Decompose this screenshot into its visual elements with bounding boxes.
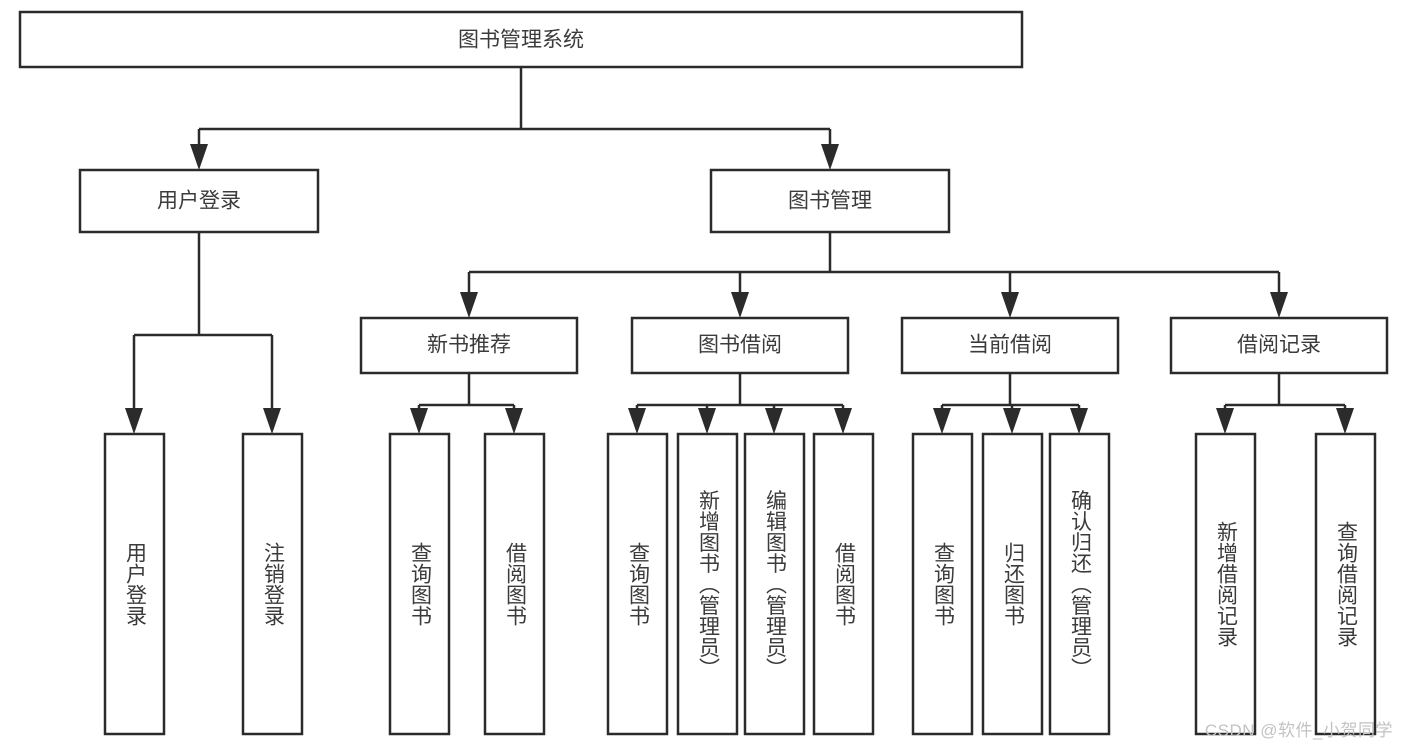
csdn-watermark: CSDN @软件_小贺同学: [1204, 721, 1393, 740]
node-root[interactable]: 图书管理系统: [18, 10, 1024, 69]
node-leaf-borrow-book-2-box[interactable]: [812, 432, 875, 736]
node-current-borrow-label: 当前借阅: [968, 334, 1052, 357]
arrowhead-leaf-query-book-3: [933, 408, 951, 434]
node-leaf-query-book-1[interactable]: 查询图书: [388, 432, 451, 736]
arrowhead-leaf-query-record: [1336, 408, 1354, 434]
node-leaf-logout-login-box[interactable]: [241, 432, 304, 736]
arrowhead-current-borrow: [1001, 292, 1019, 318]
node-leaf-borrow-book-2[interactable]: 借阅图书: [812, 432, 875, 736]
node-leaf-user-login[interactable]: 用户登录: [103, 432, 166, 736]
node-current-borrow[interactable]: 当前借阅: [900, 316, 1120, 375]
node-user-login[interactable]: 用户登录: [78, 168, 320, 234]
arrowhead-leaf-query-book-1: [410, 408, 428, 434]
node-leaf-query-record-box[interactable]: [1314, 432, 1377, 736]
node-leaf-edit-book-box[interactable]: [743, 432, 806, 736]
arrowhead-book-manage: [821, 144, 839, 170]
arrowhead-leaf-logout-login: [263, 408, 281, 434]
node-leaf-add-book-label: 新增图书（管理员）: [696, 490, 720, 679]
node-book-manage-box[interactable]: [709, 168, 951, 234]
node-leaf-add-book-box[interactable]: [676, 432, 739, 736]
node-book-borrow-label: 图书借阅: [698, 334, 782, 357]
node-leaf-return-book-box[interactable]: [981, 432, 1044, 736]
arrowhead-leaf-add-record: [1216, 408, 1234, 434]
node-leaf-edit-book[interactable]: 编辑图书（管理员）: [743, 432, 806, 736]
node-leaf-borrow-book-1-box[interactable]: [483, 432, 546, 736]
node-book-manage[interactable]: 图书管理: [709, 168, 951, 234]
node-leaf-logout-login[interactable]: 注销登录: [241, 432, 304, 736]
arrowhead-leaf-borrow-book-1: [505, 408, 523, 434]
arrowhead-leaf-return-book: [1003, 408, 1021, 434]
node-leaf-add-record[interactable]: 新增借阅记录: [1194, 432, 1257, 736]
node-book-borrow-box[interactable]: [630, 316, 850, 375]
node-leaf-query-book-1-box[interactable]: [388, 432, 451, 736]
node-book-manage-label: 图书管理: [788, 190, 872, 213]
node-leaf-confirm-return-label: 确认归还（管理员）: [1068, 490, 1092, 679]
node-leaf-return-book[interactable]: 归还图书: [981, 432, 1044, 736]
node-leaf-confirm-return-box[interactable]: [1048, 432, 1111, 736]
node-leaf-query-book-2[interactable]: 查询图书: [606, 432, 669, 736]
node-borrow-record[interactable]: 借阅记录: [1169, 316, 1389, 375]
node-new-book-recommend-box[interactable]: [359, 316, 579, 375]
connector-layer: [125, 67, 1354, 434]
arrowhead-leaf-add-book: [698, 408, 716, 434]
node-leaf-query-book-3[interactable]: 查询图书: [911, 432, 974, 736]
node-new-book-recommend[interactable]: 新书推荐: [359, 316, 579, 375]
node-leaf-query-book-1-label: 查询图书: [408, 542, 432, 626]
node-leaf-user-login-box[interactable]: [103, 432, 166, 736]
arrowhead-leaf-user-login: [125, 408, 143, 434]
node-leaf-query-book-3-box[interactable]: [911, 432, 974, 736]
node-new-book-recommend-label: 新书推荐: [427, 334, 511, 357]
node-leaf-user-login-label: 用户登录: [123, 542, 147, 626]
arrowhead-new-book-recommend: [460, 292, 478, 318]
node-leaf-query-record-label: 查询借阅记录: [1334, 521, 1358, 647]
arrowhead-borrow-record: [1270, 292, 1288, 318]
node-leaf-borrow-book-1[interactable]: 借阅图书: [483, 432, 546, 736]
arrowhead-book-borrow: [731, 292, 749, 318]
node-root-box[interactable]: [18, 10, 1024, 69]
node-leaf-logout-login-label: 注销登录: [261, 542, 285, 626]
arrowhead-leaf-edit-book: [765, 408, 783, 434]
node-root-label: 图书管理系统: [458, 29, 584, 52]
arrowhead-leaf-borrow-book-2: [834, 408, 852, 434]
node-current-borrow-box[interactable]: [900, 316, 1120, 375]
node-borrow-record-label: 借阅记录: [1237, 334, 1321, 357]
node-leaf-query-record[interactable]: 查询借阅记录: [1314, 432, 1377, 736]
node-leaf-borrow-book-2-label: 借阅图书: [832, 542, 856, 626]
arrowhead-leaf-confirm-return: [1070, 408, 1088, 434]
node-leaf-query-book-2-box[interactable]: [606, 432, 669, 736]
node-leaf-edit-book-label: 编辑图书（管理员）: [763, 490, 787, 679]
node-leaf-return-book-label: 归还图书: [1001, 542, 1025, 626]
node-leaf-add-record-label: 新增借阅记录: [1214, 521, 1238, 647]
node-leaf-borrow-book-1-label: 借阅图书: [503, 542, 527, 626]
node-leaf-query-book-2-label: 查询图书: [626, 542, 650, 626]
node-leaf-add-book[interactable]: 新增图书（管理员）: [676, 432, 739, 736]
node-book-borrow[interactable]: 图书借阅: [630, 316, 850, 375]
arrowhead-leaf-query-book-2: [628, 408, 646, 434]
node-leaf-confirm-return[interactable]: 确认归还（管理员）: [1048, 432, 1111, 736]
arrowhead-user-login: [190, 144, 208, 170]
node-leaf-query-book-3-label: 查询图书: [931, 542, 955, 626]
node-user-login-label: 用户登录: [157, 190, 241, 213]
node-user-login-box[interactable]: [78, 168, 320, 234]
node-leaf-add-record-box[interactable]: [1194, 432, 1257, 736]
node-borrow-record-box[interactable]: [1169, 316, 1389, 375]
